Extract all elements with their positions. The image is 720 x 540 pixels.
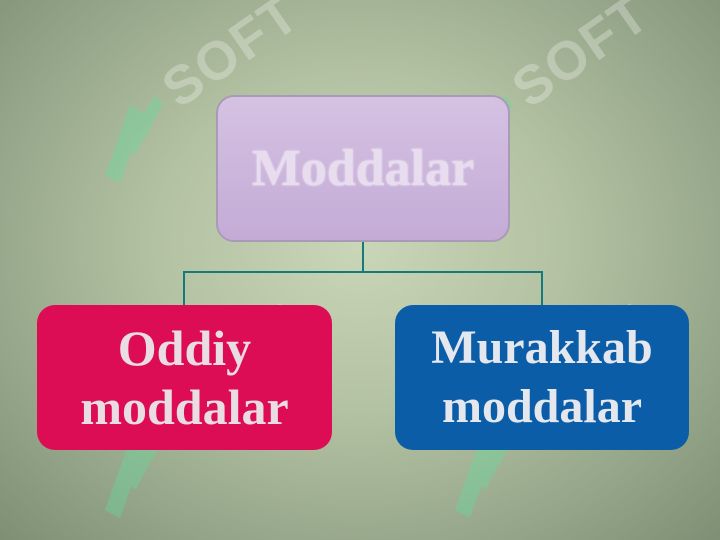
child-node-label-line2: moddalar — [441, 379, 642, 433]
root-node-label: Moddalar — [251, 140, 475, 197]
connector-horizontal — [183, 271, 543, 273]
child-node-label-line1: Murakkab — [431, 320, 653, 374]
root-node: Moddalar — [216, 95, 510, 242]
watermark-logo-icon — [105, 95, 163, 183]
child-node-simple-substances: Oddiy moddalar — [37, 305, 332, 450]
watermark-text: SOFT — [501, 0, 661, 120]
connector-vertical-left — [183, 271, 185, 305]
connector-vertical-right — [541, 271, 543, 305]
watermark-logo-icon — [105, 430, 163, 518]
child-node-label-line1: Oddiy — [117, 319, 252, 376]
connector-vertical-root — [362, 242, 364, 272]
child-node-label-line2: moddalar — [80, 378, 289, 435]
child-node-complex-substances: Murakkab moddalar — [395, 305, 689, 450]
watermark-logo-icon — [455, 430, 513, 518]
